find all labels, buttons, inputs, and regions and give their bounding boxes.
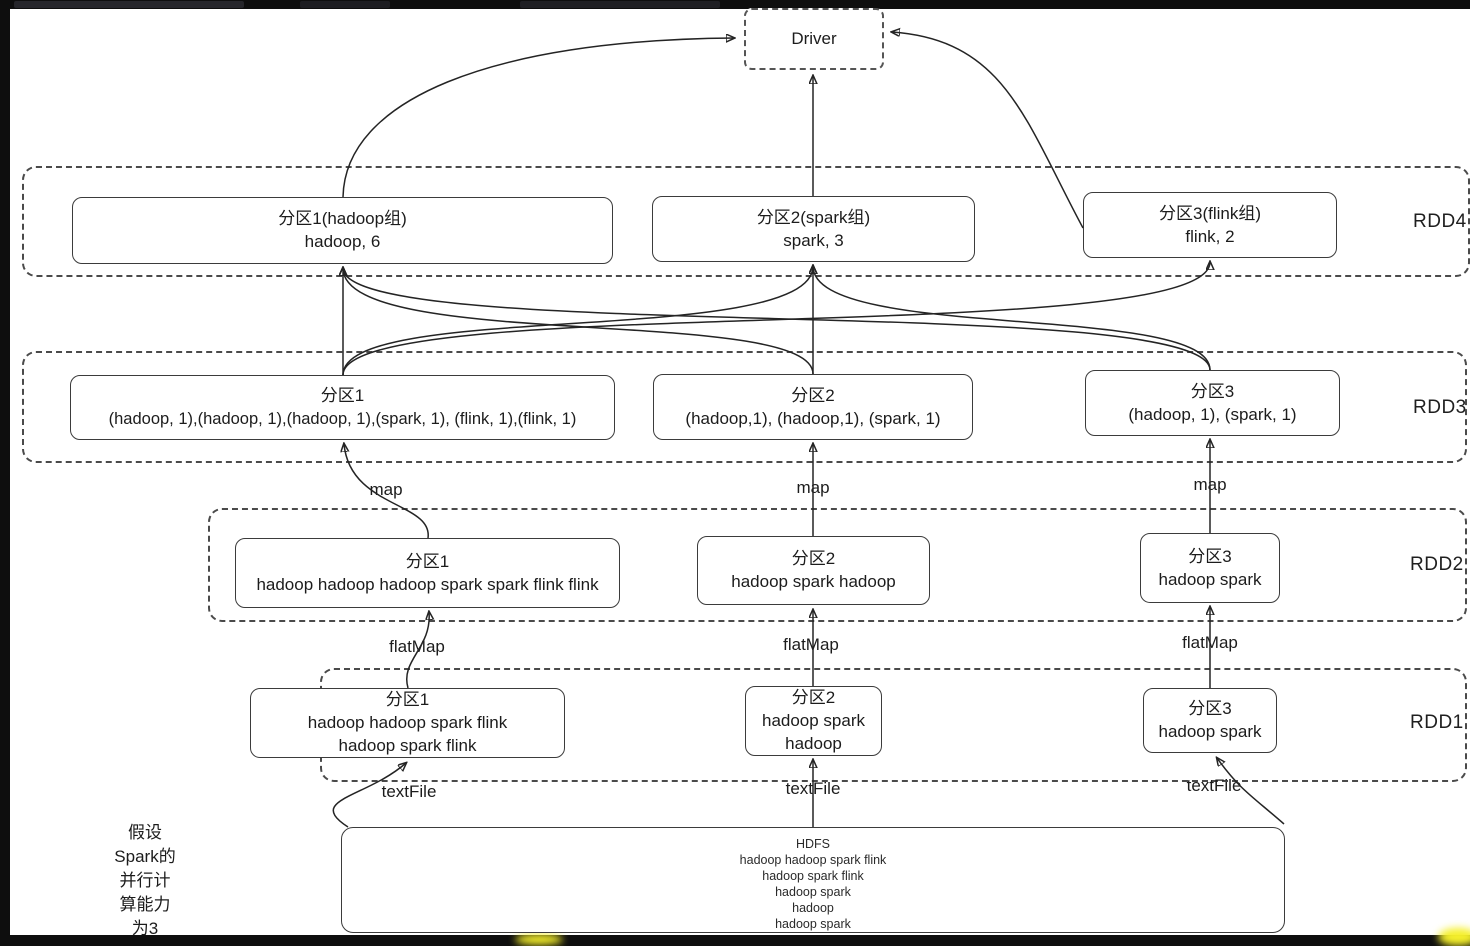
partition-line: hadoop spark — [761, 711, 866, 730]
top-edge-bar — [0, 0, 1470, 9]
partition-title: 分区3(flink组) — [1158, 203, 1261, 223]
rdd2-partition-3: 分区3 hadoop spark — [1140, 533, 1280, 603]
hdfs-line: hadoop spark — [775, 917, 851, 931]
note-line: 假设 — [128, 823, 162, 842]
op-label-flatmap-2: flatMap — [783, 635, 839, 654]
rdd1-partition-2: 分区2 hadoop spark hadoop — [745, 686, 882, 756]
partition-title: 分区3 — [1188, 699, 1232, 718]
note-line: 为3 — [131, 919, 159, 938]
driver-label: Driver — [791, 29, 837, 48]
left-edge-bar — [0, 0, 10, 946]
rdd2-label: RDD2 — [1410, 554, 1464, 575]
rdd2-partition-1: 分区1 hadoop hadoop hadoop spark spark fli… — [235, 538, 620, 608]
partition-title: 分区1(hadoop组) — [278, 209, 407, 228]
note-line: Spark的 — [114, 847, 176, 866]
cursor-highlight — [1438, 928, 1470, 946]
rdd3-label: RDD3 — [1413, 397, 1467, 418]
partition-title: 分区1 — [405, 551, 450, 571]
op-label-map-1: map — [369, 480, 403, 499]
op-label-map-2: map — [796, 478, 830, 497]
partition-title: 分区2(spark组) — [756, 207, 871, 227]
rdd3-partition-1: 分区1 (hadoop, 1),(hadoop, 1),(hadoop, 1),… — [70, 375, 615, 440]
partition-title: 分区1 — [385, 690, 430, 709]
partition-line: hadoop spark — [1158, 569, 1262, 589]
op-label-flatmap-1: flatMap — [389, 637, 445, 656]
rdd4-partition-3: 分区3(flink组) flink, 2 — [1083, 192, 1337, 258]
rdd3-partition-3: 分区3 (hadoop, 1), (spark, 1) — [1085, 370, 1340, 436]
topbar-smudge — [300, 1, 390, 8]
bottom-edge-bar — [0, 935, 1470, 946]
rdd3-partition-2: 分区2 (hadoop,1), (hadoop,1), (spark, 1) — [653, 374, 973, 440]
partition-line: hadoop spark flink — [338, 736, 477, 755]
rdd1-label: RDD1 — [1410, 712, 1464, 733]
rdd1-partition-1: 分区1 hadoop hadoop spark flink hadoop spa… — [250, 688, 565, 758]
op-label-textfile-1: textFile — [381, 782, 437, 801]
partition-line: spark, 3 — [783, 230, 844, 250]
partition-line: (hadoop,1), (hadoop,1), (spark, 1) — [685, 408, 941, 428]
topbar-smudge — [14, 1, 244, 8]
op-label-flatmap-3: flatMap — [1182, 633, 1238, 652]
partition-line: flink, 2 — [1185, 226, 1235, 246]
note-line: 算能力 — [119, 895, 171, 914]
op-label-textfile-2: textFile — [785, 779, 841, 798]
partition-title: 分区1 — [320, 386, 365, 405]
partition-line: hadoop hadoop spark flink — [307, 713, 508, 732]
hdfs-line: hadoop hadoop spark flink — [739, 853, 887, 867]
rdd2-container — [208, 508, 1467, 622]
partition-line: (hadoop, 1),(hadoop, 1),(hadoop, 1),(spa… — [108, 410, 577, 428]
partition-line: (hadoop, 1), (spark, 1) — [1128, 404, 1297, 424]
op-label-map-3: map — [1193, 475, 1227, 494]
partition-line: hadoop spark — [1158, 722, 1262, 741]
rdd4-label: RDD4 — [1413, 211, 1467, 232]
partition-line: hadoop hadoop hadoop spark spark flink f… — [256, 574, 599, 594]
partition-title: 分区3 — [1188, 546, 1232, 566]
rdd1-partition-3: 分区3 hadoop spark — [1143, 688, 1277, 753]
hdfs-line: hadoop spark — [775, 885, 851, 899]
topbar-smudge — [520, 1, 720, 8]
driver-box: Driver — [744, 8, 884, 70]
op-label-textfile-3: textFile — [1186, 776, 1242, 795]
partition-title: 分区3 — [1190, 381, 1235, 401]
rdd4-partition-1: 分区1(hadoop组) hadoop, 6 — [72, 197, 613, 264]
partition-line: hadoop — [785, 734, 842, 753]
hdfs-title: HDFS — [795, 837, 831, 851]
hdfs-box: HDFS hadoop hadoop spark flink hadoop sp… — [341, 827, 1285, 933]
partition-line: hadoop, 6 — [304, 232, 381, 251]
hdfs-line: hadoop — [792, 901, 834, 915]
partition-title: 分区2 — [791, 549, 836, 568]
rdd4-partition-2: 分区2(spark组) spark, 3 — [652, 196, 975, 262]
note-line: 并行计 — [119, 871, 171, 890]
partition-line: hadoop spark hadoop — [731, 572, 896, 591]
hdfs-line: hadoop spark flink — [762, 869, 864, 883]
cursor-highlight — [515, 934, 563, 945]
rdd2-partition-2: 分区2 hadoop spark hadoop — [697, 536, 930, 605]
partition-title: 分区2 — [791, 688, 836, 707]
parallelism-note: 假设 Spark的 并行计 算能力 为3 — [95, 821, 195, 941]
partition-title: 分区2 — [791, 385, 835, 405]
